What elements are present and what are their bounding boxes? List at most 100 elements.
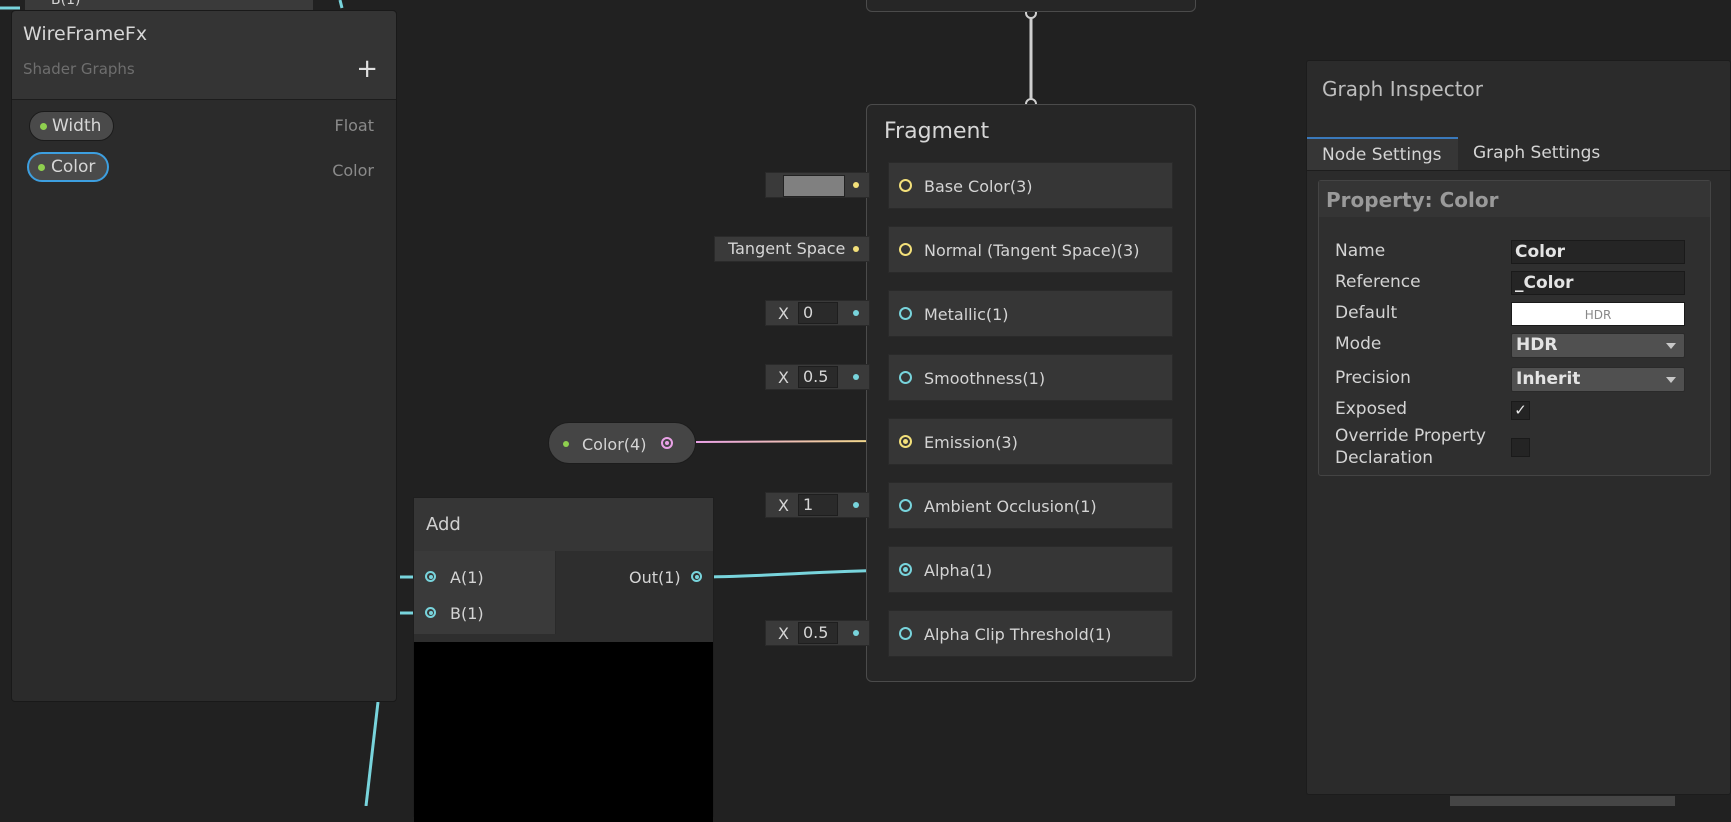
output-label: Out(1) — [629, 568, 681, 587]
precision-dropdown[interactable]: Inherit — [1511, 367, 1685, 392]
slot-metallic[interactable]: Metallic(1) — [888, 290, 1173, 337]
smoothness-value-field[interactable]: 0.5 — [798, 366, 838, 388]
slot-base-color[interactable]: Base Color(3) — [888, 162, 1173, 209]
metallic-value-field[interactable]: 0 — [798, 302, 838, 324]
color-output-port[interactable] — [661, 437, 673, 449]
add-node-header[interactable]: Add — [414, 498, 713, 552]
slot-label: Emission(3) — [924, 433, 1018, 452]
property-type: Float — [334, 116, 374, 135]
default-label: Default — [1335, 303, 1398, 323]
override-label-line1: Override Property — [1335, 426, 1486, 446]
blackboard-header: WireFrameFx Shader Graphs + — [12, 11, 396, 100]
slot-port[interactable] — [899, 627, 912, 640]
input-port-b[interactable] — [425, 607, 436, 618]
slot-label: Smoothness(1) — [924, 369, 1046, 388]
property-title: Property: Color — [1326, 188, 1499, 212]
slot-port[interactable] — [899, 243, 912, 256]
property-settings-box: Property: Color Name Color Reference _Co… — [1318, 180, 1711, 476]
slot-port[interactable] — [899, 563, 912, 576]
output-port[interactable] — [691, 571, 702, 582]
override-label-line2: Declaration — [1335, 448, 1434, 468]
blackboard-panel[interactable]: WireFrameFx Shader Graphs + Width Float … — [11, 10, 397, 702]
alpha-clip-inline[interactable]: X 0.5 — [765, 620, 870, 646]
slot-label: Base Color(3) — [924, 177, 1033, 196]
slot-label: Alpha(1) — [924, 561, 993, 580]
inline-port — [853, 310, 859, 316]
slot-label: Normal (Tangent Space)(3) — [924, 241, 1140, 260]
offscreen-node: B(1) — [25, 0, 313, 10]
fragment-title: Fragment — [884, 119, 990, 144]
color-property-node[interactable]: Color(4) — [548, 422, 696, 464]
add-inputs: A(1) B(1) — [414, 551, 556, 634]
blackboard-subtitle: Shader Graphs — [23, 60, 135, 78]
slot-label: Alpha Clip Threshold(1) — [924, 625, 1112, 644]
chevron-down-icon — [1666, 343, 1676, 349]
vertex-context[interactable] — [866, 0, 1196, 12]
color-node-label: Color(4) — [582, 435, 647, 454]
property-dot-icon — [563, 441, 569, 447]
base-color-swatch[interactable] — [783, 175, 845, 197]
inspector-title: Graph Inspector — [1322, 77, 1483, 101]
property-header: Property: Color — [1319, 181, 1710, 217]
slot-ambient-occlusion[interactable]: Ambient Occlusion(1) — [888, 482, 1173, 529]
slot-port[interactable] — [899, 371, 912, 384]
input-label-a: A(1) — [450, 568, 484, 587]
inline-port — [853, 502, 859, 508]
name-label: Name — [1335, 241, 1386, 261]
input-label-b: B(1) — [450, 604, 484, 623]
default-color-field[interactable]: HDR — [1511, 302, 1685, 326]
graph-inspector-panel[interactable]: Graph Inspector Node Settings Graph Sett… — [1306, 60, 1731, 795]
property-dot-icon — [40, 123, 47, 130]
offscreen-node-label: B(1) — [51, 0, 81, 8]
property-dot-icon — [38, 164, 45, 171]
axis-label: X — [778, 368, 789, 387]
alpha-clip-value-field[interactable]: 0.5 — [798, 622, 838, 644]
precision-value: Inherit — [1516, 369, 1581, 389]
slot-port[interactable] — [899, 307, 912, 320]
slot-emission[interactable]: Emission(3) — [888, 418, 1173, 465]
name-field[interactable]: Color — [1511, 240, 1685, 264]
precision-label: Precision — [1335, 368, 1411, 388]
input-port-a[interactable] — [425, 571, 436, 582]
slot-alpha-clip-threshold[interactable]: Alpha Clip Threshold(1) — [888, 610, 1173, 657]
slot-port[interactable] — [899, 179, 912, 192]
slot-port[interactable] — [899, 435, 912, 448]
ao-inline[interactable]: X 1 — [765, 492, 870, 518]
add-node-title: Add — [426, 514, 461, 535]
slot-label: Metallic(1) — [924, 305, 1009, 324]
horizontal-scrollbar[interactable] — [1450, 796, 1675, 806]
mode-dropdown[interactable]: HDR — [1511, 333, 1685, 358]
property-name: Color — [51, 157, 96, 177]
mode-label: Mode — [1335, 334, 1382, 354]
add-node[interactable]: Add A(1) B(1) Out(1) — [413, 497, 714, 822]
slot-alpha[interactable]: Alpha(1) — [888, 546, 1173, 593]
override-declaration-checkbox[interactable] — [1511, 438, 1530, 457]
exposed-checkbox[interactable]: ✓ — [1511, 401, 1530, 420]
normal-space-inline[interactable]: Tangent Space — [714, 236, 870, 262]
add-node-preview — [414, 642, 713, 822]
inline-port — [853, 182, 859, 188]
property-name: Width — [52, 116, 102, 136]
inline-port — [853, 374, 859, 380]
tab-graph-settings[interactable]: Graph Settings — [1473, 143, 1601, 163]
inline-port — [853, 630, 859, 636]
slot-normal[interactable]: Normal (Tangent Space)(3) — [888, 226, 1173, 273]
inline-port — [853, 246, 859, 252]
mode-value: HDR — [1516, 335, 1558, 355]
slot-port[interactable] — [899, 499, 912, 512]
reference-field[interactable]: _Color — [1511, 271, 1685, 295]
property-pill-width[interactable]: Width — [29, 111, 115, 141]
base-color-inline[interactable] — [765, 172, 870, 198]
smoothness-inline[interactable]: X 0.5 — [765, 364, 870, 390]
exposed-label: Exposed — [1335, 399, 1408, 419]
ao-value-field[interactable]: 1 — [798, 494, 838, 516]
chevron-down-icon — [1666, 377, 1676, 383]
reference-label: Reference — [1335, 272, 1421, 292]
add-property-button[interactable]: + — [356, 54, 378, 84]
axis-label: X — [778, 624, 789, 643]
tab-node-settings[interactable]: Node Settings — [1307, 137, 1458, 170]
slot-smoothness[interactable]: Smoothness(1) — [888, 354, 1173, 401]
property-type: Color — [332, 161, 374, 180]
property-pill-color[interactable]: Color — [27, 152, 110, 182]
metallic-inline[interactable]: X 0 — [765, 300, 870, 326]
